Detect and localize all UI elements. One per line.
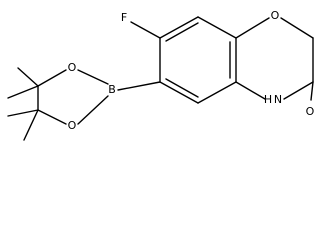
atom-label-amine-hydrogen: H — [264, 93, 272, 106]
bond-c3-o — [235, 17, 270, 39]
bond-c5-c6 — [159, 81, 199, 104]
atom-label-boron: B — [108, 83, 116, 96]
bond-b-o-bottom — [77, 95, 109, 125]
bond-c4-c5 — [197, 81, 237, 104]
atom-label-boronate-oxygen-bottom: O — [68, 119, 77, 132]
bond-carbonyl-1 — [310, 81, 314, 101]
bond-o-bottom-c — [37, 109, 67, 125]
structure-diagram: F O O H N B O O — [7, 9, 315, 141]
bond-methyl-2 — [7, 85, 39, 99]
bond-o-top-c — [37, 69, 67, 87]
bond-nh-c4 — [235, 81, 266, 100]
bond-aromatic-inner-1 — [165, 22, 199, 42]
bond-methyl-4 — [23, 109, 39, 141]
bond-aromatic-inner-3 — [165, 78, 199, 98]
bond-b-o-top — [77, 69, 109, 85]
bond-c-b — [117, 81, 161, 91]
bond-layer — [7, 16, 314, 141]
atom-label-boronate-oxygen-top: O — [68, 61, 77, 74]
atom-label-ring-oxygen: O — [271, 9, 280, 22]
atom-label-amine-nitrogen: N — [274, 93, 282, 106]
bond-co-nh — [283, 81, 314, 100]
atom-label-fluorine: F — [121, 11, 127, 24]
bond-methyl-3 — [7, 109, 39, 117]
atom-label-carbonyl-oxygen: O — [306, 105, 315, 118]
bond-c2-c3 — [197, 16, 237, 39]
atom-label-layer: F O O H N B O O — [68, 9, 315, 132]
bond-c-f — [130, 21, 161, 39]
bond-o-ch2 — [280, 17, 314, 39]
bond-c1-c2 — [159, 16, 199, 39]
bond-methyl-1 — [17, 67, 39, 87]
